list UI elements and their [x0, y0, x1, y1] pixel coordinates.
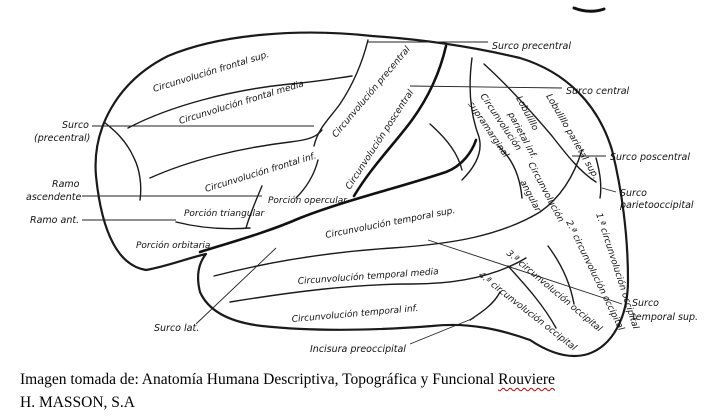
precentral-sulcus	[313, 39, 369, 147]
label-surco-parietooccipital-2: parietooccipital	[619, 200, 694, 211]
inferior-temporal-sulcus	[229, 257, 527, 303]
label-surco-lat: Surco lat.	[154, 323, 199, 334]
central-sulcus	[352, 44, 448, 198]
label-occipital-4: 4.ª circunvolución occipital	[476, 270, 579, 354]
anterior-ramus	[175, 221, 251, 230]
parietooccipital-sulcus	[595, 157, 602, 199]
precentral-sulcus-lower	[295, 159, 319, 199]
label-surco-poscentral: Surco poscentral	[610, 152, 690, 163]
label-temporal-sup: Circunvolución temporal sup.	[324, 205, 456, 241]
label-surco-precentral-left-1: Surco	[62, 120, 89, 131]
label-temporal-inf: Circunvolución temporal inf.	[291, 303, 419, 325]
caption-line-2: H. MASSON, S.A	[20, 394, 135, 411]
label-porcion-opercular: Porción opercular	[268, 195, 348, 206]
brain-outline	[94, 31, 630, 358]
preoccipital-notch-line	[469, 291, 501, 321]
poscentral-sulcus	[461, 57, 481, 181]
label-surco-central: Surco central	[566, 86, 630, 97]
label-porcion-triangular: Porción triangular	[184, 208, 266, 219]
label-precentral: Circunvolución precentral	[330, 44, 413, 140]
angular-sulcus	[497, 145, 523, 199]
label-surco-temporal-sup-2: temporal sup.	[632, 312, 698, 323]
inferior-frontal-sulcus	[149, 129, 323, 179]
label-surco-precentral-left-2: (precentral)	[34, 133, 90, 144]
label-surco-precentral-top: Surco precentral	[492, 41, 571, 52]
leader-surco-parietooccipital	[601, 187, 617, 193]
label-ramo-ascendente-1: Ramo	[52, 179, 80, 190]
label-surco-temporal-sup-1: Surco	[632, 298, 659, 309]
caption-source: Imagen tomada de: Anatomía Humana Descri…	[20, 371, 499, 388]
label-ramo-ascendente-2: ascendente	[26, 192, 81, 203]
leader-surco-lat	[195, 247, 277, 325]
occipital-sulcus-1	[547, 245, 575, 305]
label-porcion-orbitaria: Porción orbitaria	[136, 240, 210, 251]
top-mark	[572, 6, 606, 13]
label-surco-parietooccipital-1: Surco	[620, 188, 647, 199]
caption-author: Rouviere	[498, 371, 555, 388]
superior-frontal-sulcus	[127, 75, 353, 129]
ascending-ramus	[245, 185, 263, 229]
intraparietal-sulcus	[483, 63, 597, 183]
label-incisura-preoccipital: Incisura preoccipital	[310, 344, 406, 355]
precentral-left-sulcus	[103, 121, 142, 201]
superior-temporal-sulcus	[213, 149, 583, 277]
leader-incisura	[409, 317, 475, 345]
occipital-sulcus-2	[507, 265, 557, 329]
leader-surco-central	[409, 85, 563, 89]
caption-line-1: Imagen tomada de: Anatomía Humana Descri…	[20, 371, 555, 389]
leader-surco-temporal-sup	[427, 239, 623, 305]
label-frontal-media: Circunvolución frontal media	[178, 78, 305, 127]
label-ramo-ant: Ramo ant.	[30, 215, 79, 226]
supramarginal-sulcus	[429, 123, 463, 171]
label-poscentral: Circunvolución poscentral	[343, 87, 416, 191]
